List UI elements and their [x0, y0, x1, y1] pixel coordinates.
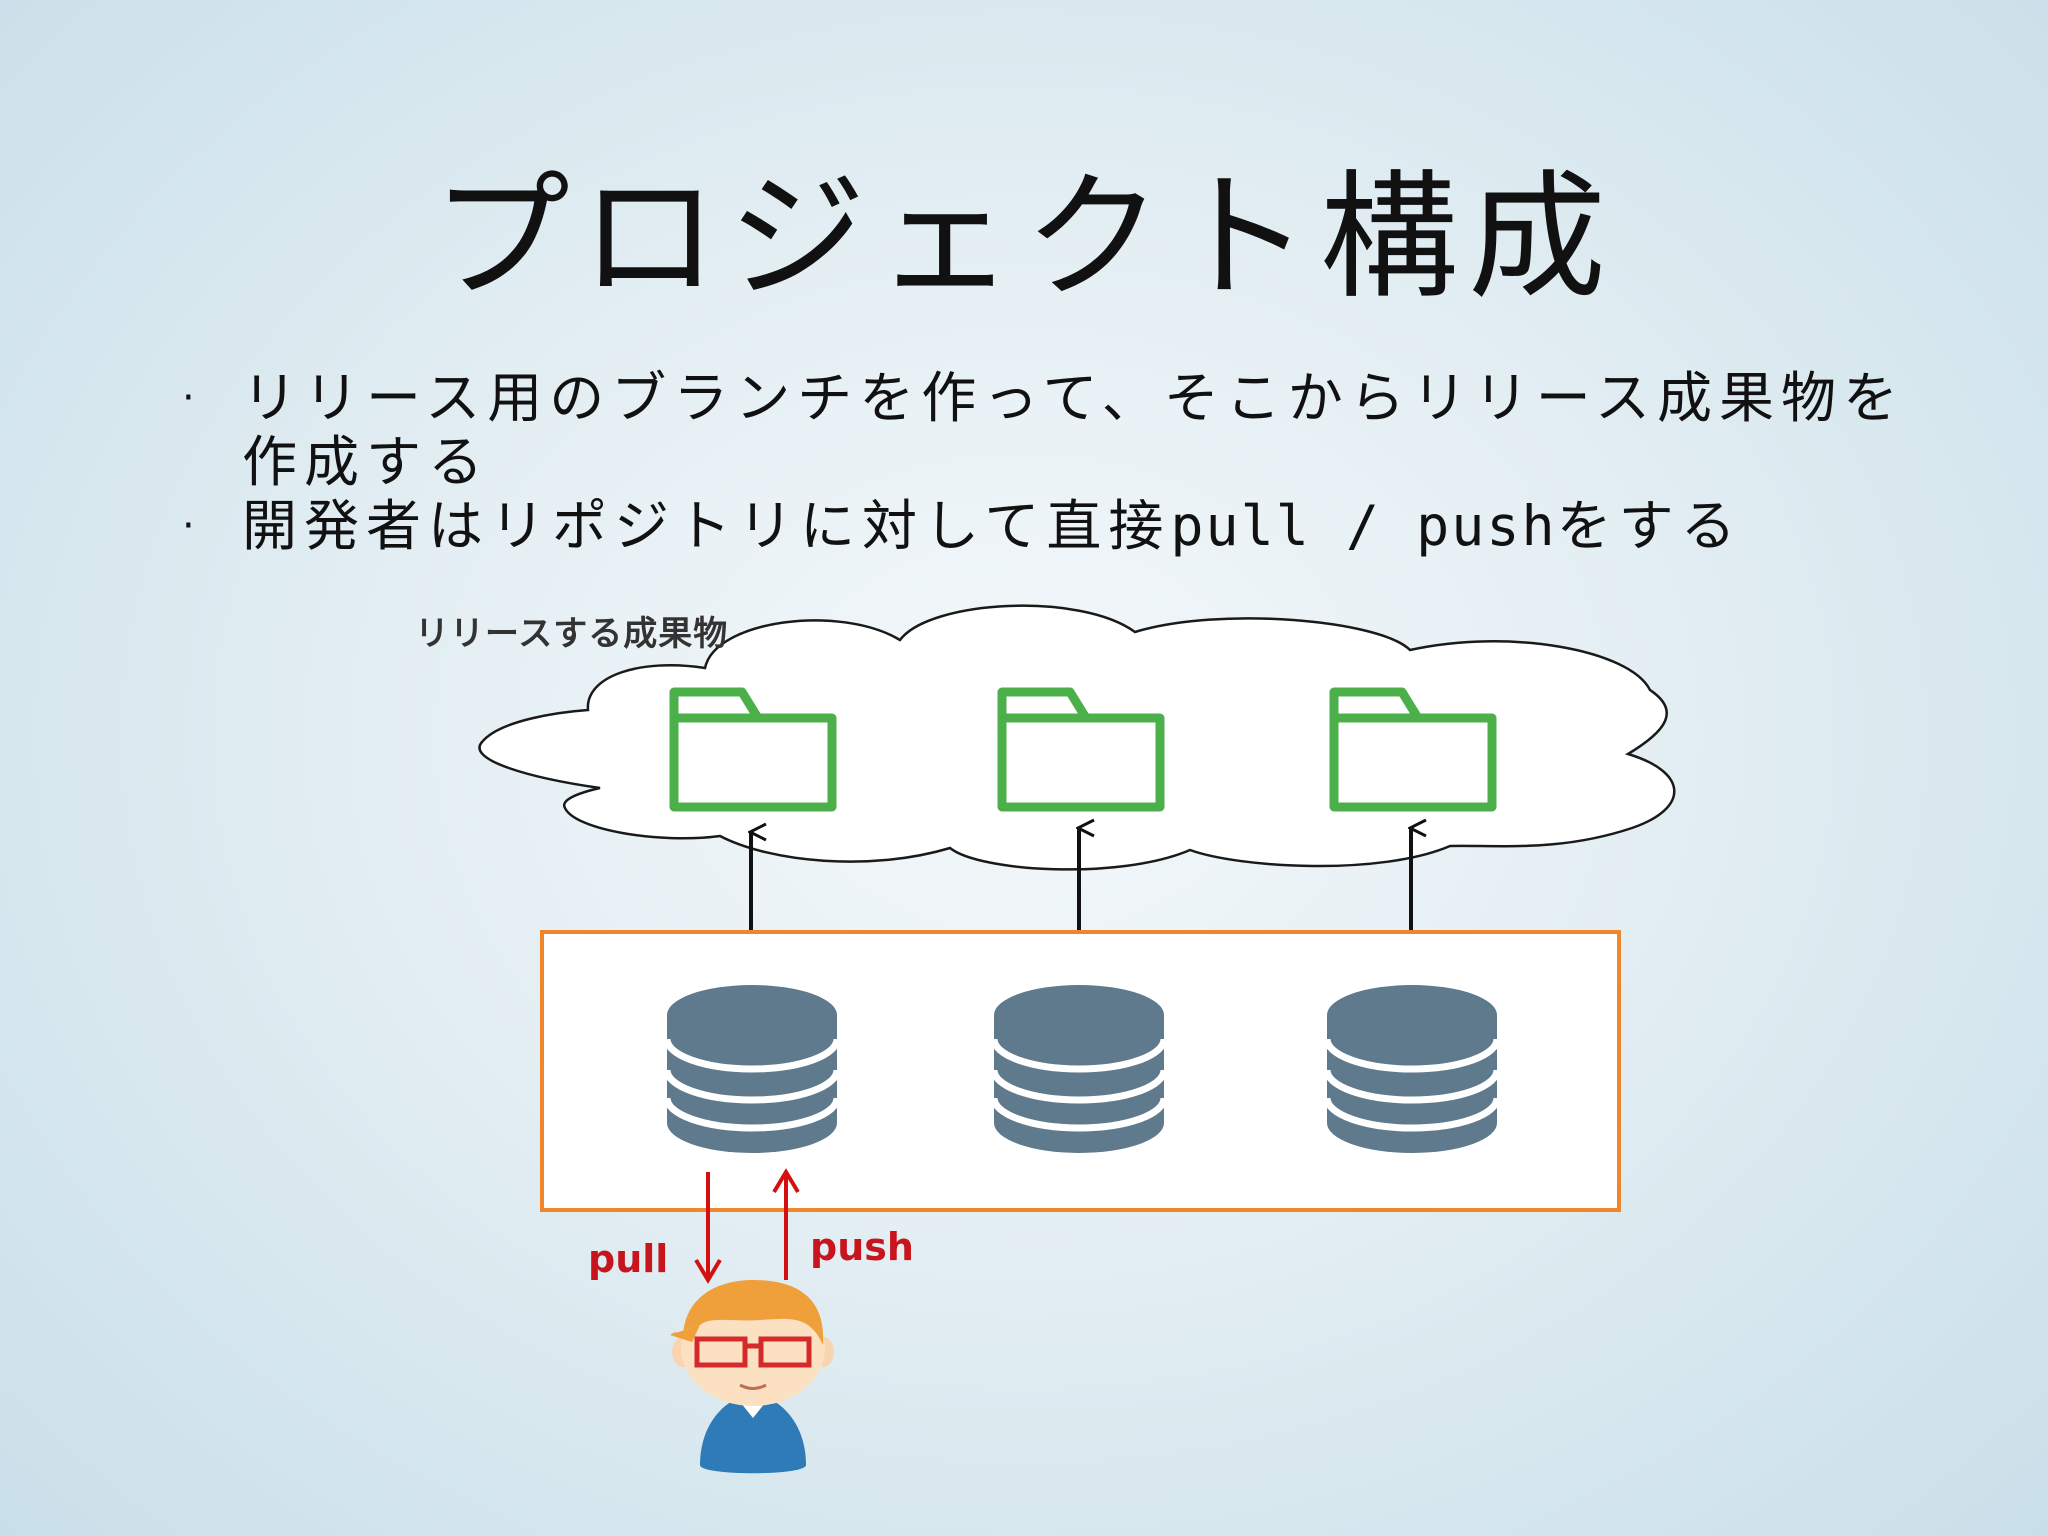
bullet-item-release-branch: · リリース用のブランチを作って、そこからリリース成果物を作成する: [176, 366, 1916, 494]
bullet-list: · リリース用のブランチを作って、そこからリリース成果物を作成する · 開発者は…: [176, 366, 1916, 558]
bullet-text: をする: [1556, 494, 1743, 558]
pull-arrow: [694, 1172, 722, 1284]
folder-icon: [669, 687, 837, 812]
database-icon: [1323, 985, 1501, 1153]
bullet-text: リリース用のブランチを作って、そこからリリース成果物を作成する: [242, 366, 1906, 494]
push-arrow: [772, 1168, 800, 1280]
developer-icon: [670, 1280, 834, 1474]
slide-title: プロジェクト構成: [431, 157, 1616, 318]
bullet-dot: ·: [182, 503, 202, 549]
database-icon: [990, 985, 1168, 1153]
cloud-label: リリースする成果物: [415, 614, 728, 654]
bullet-text: 開発者はリポジトリに対して直接: [242, 494, 1171, 558]
folder-icon: [1329, 687, 1497, 812]
bullet-item-direct-pull-push: · 開発者はリポジトリに対して直接pull / pushをする: [176, 494, 1916, 558]
folder-icon: [997, 687, 1165, 812]
push-label: push: [810, 1225, 914, 1269]
database-icon: [663, 985, 841, 1153]
bullet-code-text: pull / push: [1170, 494, 1557, 558]
bullet-dot: ·: [182, 375, 202, 421]
pull-label: pull: [588, 1237, 668, 1281]
